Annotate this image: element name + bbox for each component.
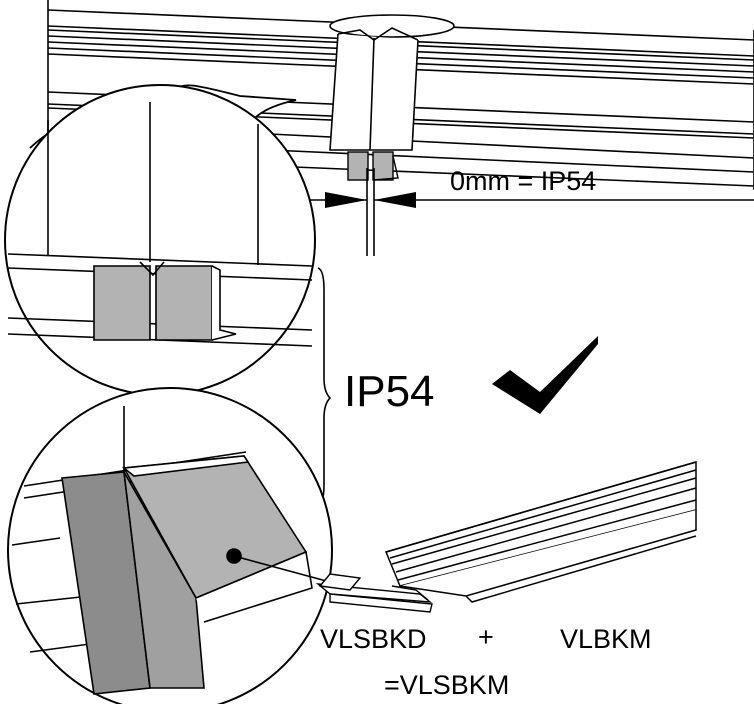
- grouping-bracket: [315, 267, 332, 507]
- part-label-vlbkm: VLBKM: [560, 624, 652, 654]
- detail-circle-top-gasket: [93, 261, 237, 341]
- checkmark-icon: [492, 336, 598, 414]
- ip-rating-label: IP54: [344, 367, 435, 416]
- detail-circle-bottom: [7, 387, 333, 709]
- part-label-vlsbkd: VLSBKD: [320, 624, 427, 654]
- gasket-part-vlsbkd: [315, 573, 433, 613]
- gap-arrows: [325, 192, 416, 208]
- plus-sign: +: [478, 622, 494, 652]
- leader-line: [233, 555, 331, 583]
- seal-gasket-top: [347, 151, 399, 181]
- result-label-vlsbkm: =VLSBKM: [384, 670, 509, 700]
- joint-cap-top: [329, 14, 455, 151]
- detail-circle-top: [4, 84, 316, 396]
- rail-part-vlbkm: [384, 461, 697, 603]
- gap-label: 0mm = IP54: [450, 166, 596, 196]
